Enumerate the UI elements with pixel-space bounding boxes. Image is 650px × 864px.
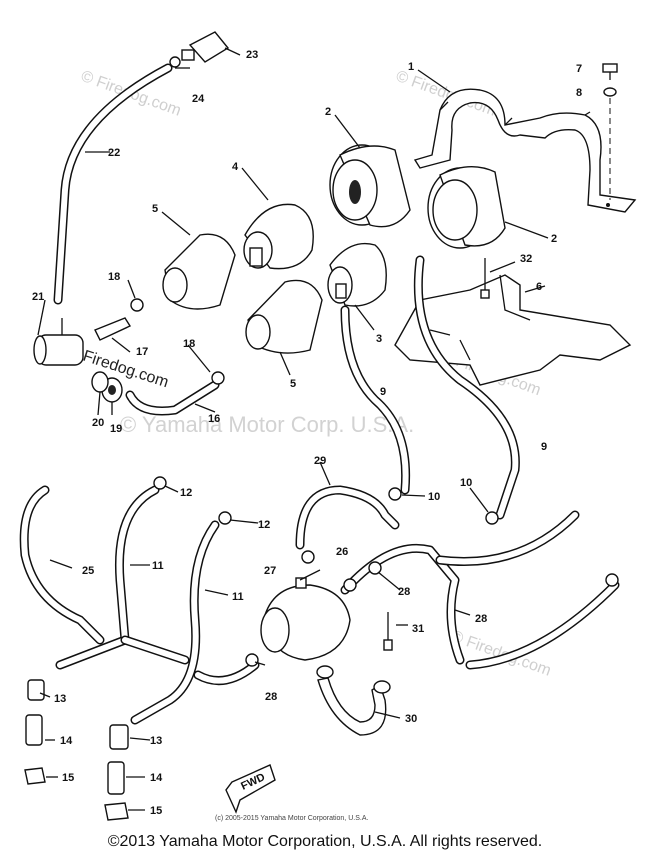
callout-16: 16 xyxy=(208,413,220,425)
callout-9: 9 xyxy=(541,441,547,453)
clamp-26 xyxy=(301,550,315,564)
copyright-footer: ©2013 Yamaha Motor Corporation, U.S.A. A… xyxy=(107,833,543,850)
callout-10: 10 xyxy=(460,477,472,489)
clamp-28 xyxy=(245,653,259,667)
callout-19: 19 xyxy=(110,423,122,435)
callout-26: 26 xyxy=(336,546,348,558)
callout-30: 30 xyxy=(405,713,417,725)
callout-24: 24 xyxy=(192,93,205,105)
bolt-32 xyxy=(480,258,490,299)
clamp-10 xyxy=(388,487,402,501)
hose-9-left xyxy=(340,305,411,495)
cap-13 xyxy=(109,724,129,750)
fitting-17 xyxy=(94,317,132,341)
callout-8: 8 xyxy=(576,87,582,99)
washer-8 xyxy=(603,87,617,97)
callout-22: 22 xyxy=(108,147,120,159)
callout-27: 27 xyxy=(264,565,276,577)
callout-14: 14 xyxy=(150,772,163,784)
callout-7: 7 xyxy=(576,63,582,75)
callouts: 1 2 2 3 4 5 5 6 7 8 9 9 10 10 11 11 12 1… xyxy=(32,49,582,817)
callout-1: 1 xyxy=(408,61,414,73)
clamp-12 xyxy=(218,511,232,525)
clamp-12 xyxy=(153,476,167,490)
callout-23: 23 xyxy=(246,49,258,61)
forward-arrow: FWD xyxy=(225,764,276,814)
callout-17: 17 xyxy=(136,346,148,358)
callout-15: 15 xyxy=(150,805,162,817)
ignition-coil-4 xyxy=(243,203,314,270)
ignition-coil-5a xyxy=(162,233,236,310)
hose-29 xyxy=(295,485,400,550)
callout-25: 25 xyxy=(82,565,94,577)
ignition-coil-3 xyxy=(327,242,387,307)
callout-5: 5 xyxy=(152,203,158,215)
callout-6: 6 xyxy=(536,281,542,293)
callout-2: 2 xyxy=(551,233,557,245)
bolt-7 xyxy=(602,63,618,80)
hose-16 xyxy=(125,380,220,416)
callout-2: 2 xyxy=(325,106,331,118)
callout-5: 5 xyxy=(290,378,296,390)
callout-12: 12 xyxy=(180,487,192,499)
callout-12: 12 xyxy=(258,519,270,531)
small-copyright: (c) 2005-2015 Yamaha Motor Corporation, … xyxy=(215,815,368,822)
hose-25 xyxy=(19,485,105,645)
callout-11: 11 xyxy=(152,560,164,572)
leader-lines xyxy=(37,47,549,811)
rubber-sleeve-2a xyxy=(329,144,411,228)
callout-32: 32 xyxy=(520,253,532,265)
callout-28: 28 xyxy=(475,613,487,625)
callout-15: 15 xyxy=(62,772,74,784)
callout-14: 14 xyxy=(60,735,73,747)
callout-11: 11 xyxy=(232,591,244,603)
hose-9-right xyxy=(413,255,520,520)
rubber-sleeve-2b xyxy=(427,166,506,249)
strap-30 xyxy=(316,665,391,736)
callout-21: 21 xyxy=(32,291,44,303)
callout-13: 13 xyxy=(150,735,162,747)
connector-23 xyxy=(181,31,230,63)
fitting-20 xyxy=(91,371,109,393)
watermark-firedog: © Firedog.com xyxy=(449,628,554,680)
clamp-10 xyxy=(485,511,499,525)
sleeve-14 xyxy=(25,714,43,746)
callout-3: 3 xyxy=(376,333,382,345)
clamp-28 xyxy=(605,573,619,587)
watermark-yamaha: © Yamaha Motor Corp. U.S.A. xyxy=(120,412,414,437)
callout-13: 13 xyxy=(54,693,66,705)
clamp-24 xyxy=(169,56,181,68)
cap-13 xyxy=(27,679,45,701)
clip-15 xyxy=(24,767,46,785)
callout-29: 29 xyxy=(314,455,326,467)
callout-9: 9 xyxy=(380,386,386,398)
callout-10: 10 xyxy=(428,491,440,503)
callout-31: 31 xyxy=(412,623,424,635)
clamp-28 xyxy=(343,578,357,592)
callout-18: 18 xyxy=(108,271,120,283)
callout-28: 28 xyxy=(398,586,410,598)
valve-21 xyxy=(33,318,84,366)
hose-22 xyxy=(53,63,173,305)
callout-20: 20 xyxy=(92,417,104,429)
ignition-coil-5b xyxy=(245,279,323,354)
callout-4: 4 xyxy=(232,161,239,173)
callout-28: 28 xyxy=(265,691,277,703)
clamp-28 xyxy=(368,561,382,575)
hose-11-right xyxy=(130,520,260,725)
sleeve-14 xyxy=(107,761,125,795)
fuel-filter-27 xyxy=(260,577,351,661)
clamp-18 xyxy=(211,371,225,385)
callout-18: 18 xyxy=(183,338,195,350)
clip-15 xyxy=(104,802,129,821)
mount-plate-6 xyxy=(394,274,632,386)
hose-11-left xyxy=(55,485,190,670)
clamp-18 xyxy=(130,298,144,312)
bracket-band-1 xyxy=(413,88,637,213)
bolt-31 xyxy=(383,612,393,651)
